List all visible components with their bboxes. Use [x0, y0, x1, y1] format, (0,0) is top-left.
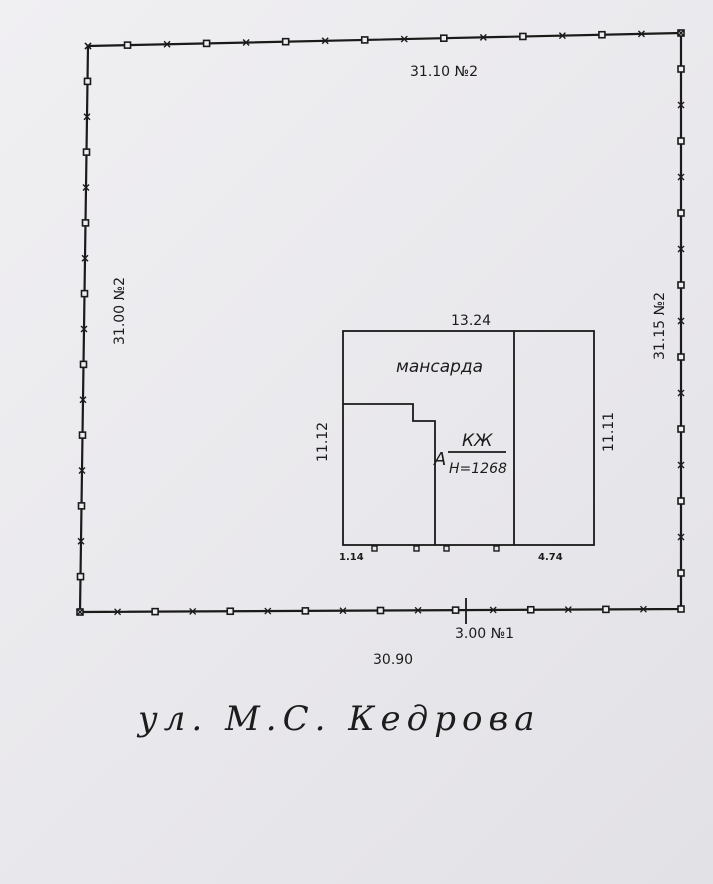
building-outline [342, 330, 595, 546]
marker-square [602, 605, 610, 614]
marker-square [81, 219, 90, 227]
marker-cross [677, 245, 685, 253]
marker-square [677, 209, 685, 217]
marker-cross [84, 42, 92, 50]
plot-outline [78, 31, 683, 614]
marker-square [677, 497, 685, 505]
marker-square [677, 65, 685, 73]
marker-cross [189, 607, 197, 615]
marker-cross [677, 173, 685, 181]
marker-square [78, 431, 87, 439]
marker-cross [400, 35, 408, 43]
bottom-dimension: 30.90 [373, 652, 413, 668]
marker-square [80, 289, 89, 298]
marker-square [123, 41, 132, 49]
building: 13.24 11.12 11.11 мансарда КЖ Н=1268 А 1… [315, 313, 617, 563]
marker-cross [76, 608, 84, 616]
right-dimension: 31.15 №2 [652, 292, 668, 360]
marker-square [360, 36, 369, 44]
height-label: Н=1268 [449, 461, 507, 477]
marker-square [83, 77, 92, 86]
marker-cross [564, 606, 572, 614]
marker-square [226, 607, 235, 616]
marker-cross [639, 605, 647, 613]
marker-square [77, 502, 86, 510]
marker-square [677, 425, 685, 433]
marker-cross [114, 608, 122, 616]
top-dimension: 31.10 №2 [410, 64, 478, 80]
plot-boundary [78, 31, 683, 614]
marker-square [519, 32, 527, 41]
marker-cross [81, 254, 89, 262]
marker-square [76, 572, 85, 581]
marker-cross [637, 30, 645, 38]
marker-square [281, 37, 290, 46]
marker-cross [677, 389, 685, 397]
marker-square [439, 34, 448, 43]
marker-square [451, 606, 460, 614]
offset-left: 1.14 [339, 552, 364, 563]
marker-square [677, 281, 685, 289]
marker-cross [242, 39, 250, 47]
building-right-height: 11.11 [601, 412, 617, 452]
marker-cross [677, 533, 685, 541]
marker-square [79, 360, 88, 369]
building-left-height: 11.12 [315, 422, 331, 462]
marker-square [677, 569, 685, 577]
marker-cross [339, 607, 347, 615]
marker-cross [78, 467, 86, 474]
boundary-markers [76, 29, 685, 616]
marker-square [493, 545, 500, 552]
marker-cross [677, 317, 685, 325]
marker-square [677, 353, 685, 361]
marker-cross [79, 396, 87, 404]
marker-cross [264, 607, 272, 615]
attic-label: мансарда [396, 357, 483, 377]
marker-square [677, 605, 685, 613]
building-step-wall [343, 403, 436, 545]
marker-cross [489, 606, 497, 614]
marker-cross [163, 40, 171, 48]
marker-cross [80, 325, 88, 333]
marker-square [526, 605, 535, 614]
marker-cross [82, 184, 90, 191]
marker-square [413, 545, 420, 552]
left-dimension: 31.00 №2 [112, 277, 128, 345]
street-name: ул. М.С. Кедрова [136, 699, 541, 739]
building-letter: А [433, 449, 446, 470]
marker-cross [77, 537, 85, 545]
marker-square [371, 545, 378, 552]
marker-square [301, 607, 310, 615]
marker-cross [83, 113, 91, 121]
marker-cross [677, 461, 685, 469]
marker-cross [677, 29, 685, 37]
marker-square [82, 148, 91, 156]
offset-right: 4.74 [538, 552, 563, 563]
marker-square [443, 545, 450, 552]
marker-cross [321, 37, 329, 45]
marker-square [376, 606, 385, 615]
marker-cross [677, 101, 685, 109]
marker-square [202, 39, 211, 48]
marker-cross [414, 606, 422, 614]
marker-square [598, 30, 606, 39]
building-markers [371, 545, 500, 552]
marker-square [151, 607, 159, 616]
marker-cross [479, 33, 487, 41]
marker-square [677, 137, 685, 145]
building-width: 13.24 [451, 313, 491, 329]
material-label: КЖ [462, 431, 493, 451]
bottom-segment-dimension: 3.00 №1 [455, 626, 514, 642]
marker-cross [558, 32, 566, 40]
